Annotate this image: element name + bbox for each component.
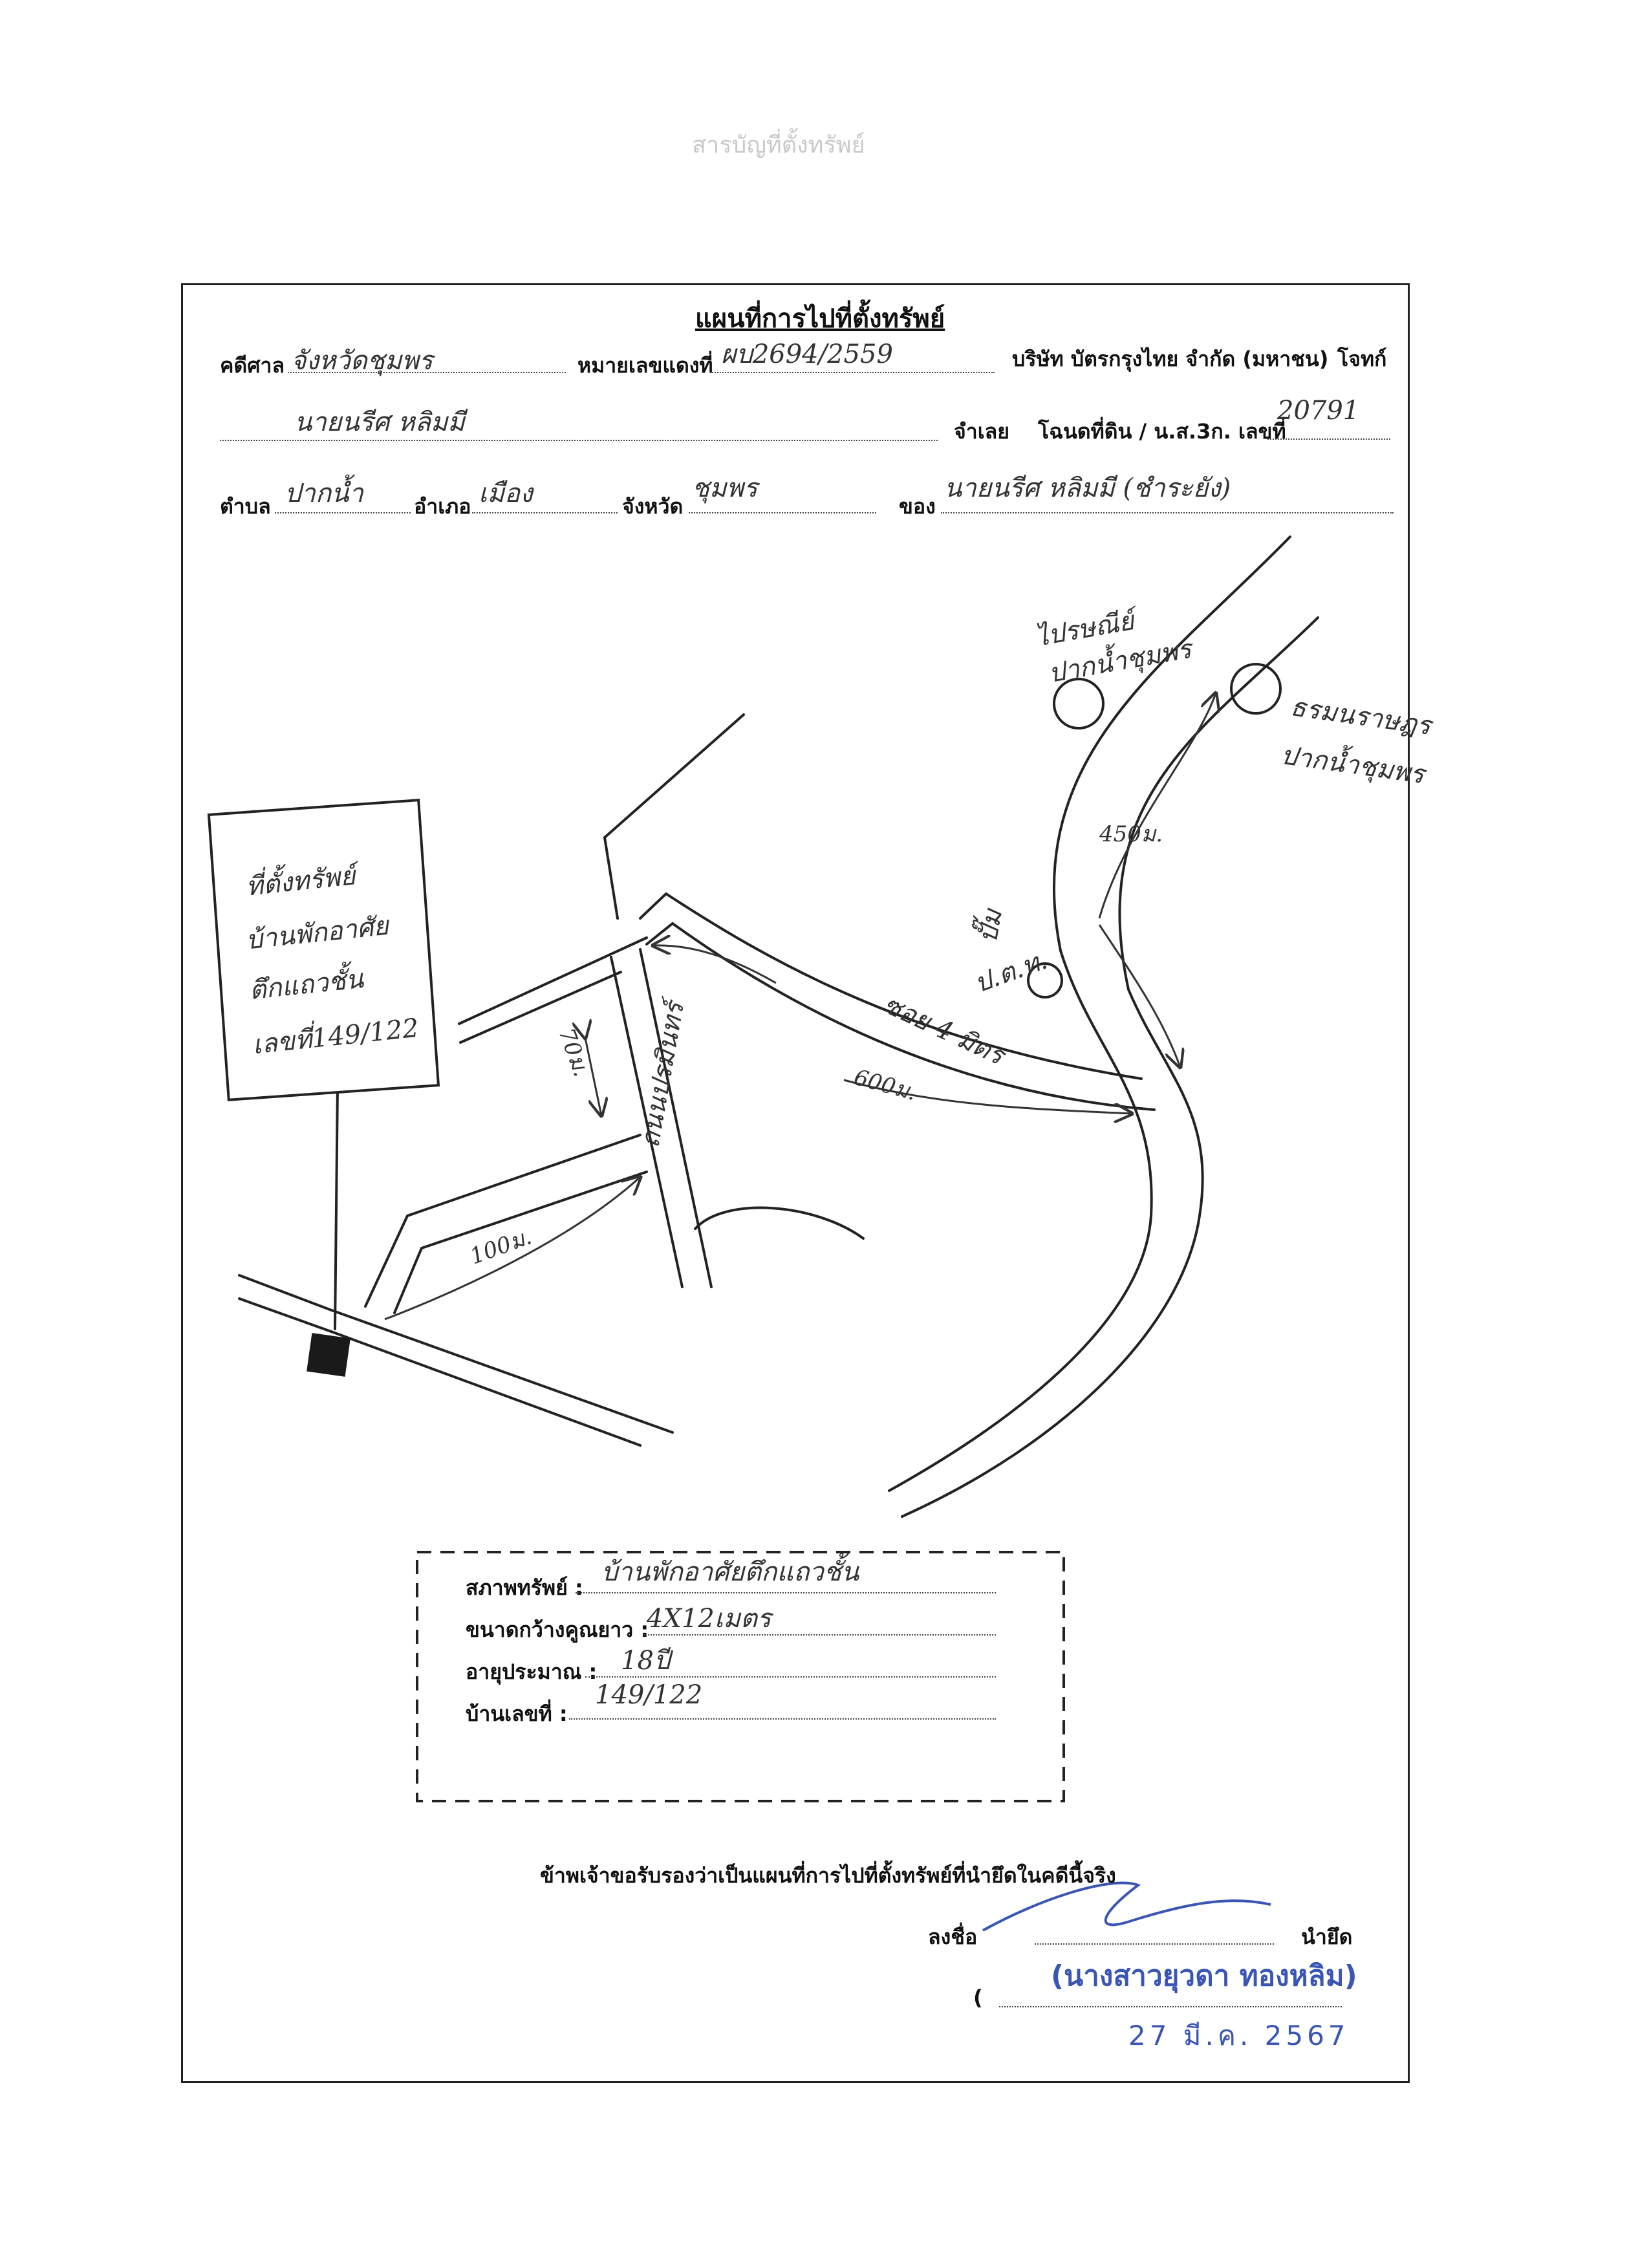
court-label: คดีศาล xyxy=(220,353,285,378)
main-road-bottom-edge xyxy=(238,1297,641,1447)
upper-left-spur-a xyxy=(603,713,745,839)
branch-road-edge-b xyxy=(393,1171,648,1314)
district-line xyxy=(472,512,618,513)
gas-station-circle xyxy=(1027,962,1063,999)
province-line xyxy=(689,512,876,513)
district-value: เมือง xyxy=(479,479,533,508)
sign-line xyxy=(1035,1943,1274,1945)
condition-line xyxy=(576,1592,996,1593)
court-value: จังหวัดชุมพร xyxy=(291,346,433,376)
main-road-top-edge xyxy=(238,1274,674,1434)
upper-left-road-edge-a xyxy=(458,936,648,1025)
signer-line xyxy=(999,2006,1342,2007)
sign-label: ลงชื่อ xyxy=(928,1925,978,1949)
size-label: ขนาดกว้างคูณยาว : xyxy=(466,1617,649,1642)
sign-role: นำยึด xyxy=(1301,1925,1353,1949)
size-line xyxy=(643,1634,996,1636)
sign-post xyxy=(334,1085,339,1330)
bleed-through-heading: สารบัญที่ตั้งทรัพย์ xyxy=(692,132,865,158)
house-no-line xyxy=(569,1718,996,1720)
signature-stroke xyxy=(982,1881,1271,1932)
distance-450: 450ม. xyxy=(1099,821,1163,847)
property-marker xyxy=(307,1333,350,1377)
subdistrict-line xyxy=(275,512,411,513)
upper-left-spur-b xyxy=(603,836,619,920)
paramin-road-right xyxy=(639,948,713,1288)
deed-label: โฉนดที่ดิน / น.ส.3ก. เลขที่ xyxy=(1038,419,1286,444)
defendant-line xyxy=(220,440,938,441)
arrow-600-back xyxy=(653,945,777,984)
owner-value: นายนรีศ หลิมมี (ชำระยัง) xyxy=(944,473,1231,503)
owner-label: ของ xyxy=(899,494,936,519)
court-line xyxy=(288,372,566,373)
gas-station-label-1: ปั๊ม xyxy=(973,907,1009,945)
signer-name-stamp: (นางสาวยุวดา ทองหลิม) xyxy=(1051,1960,1357,1993)
defendant-role: จำเลย xyxy=(954,419,1010,444)
police-circle xyxy=(1230,663,1282,715)
soi-road-bottom xyxy=(645,922,1156,1111)
condition-label: สภาพทรัพย์ : xyxy=(466,1575,583,1600)
plaintiff-role: โจทก์ xyxy=(1337,347,1387,371)
deed-value: 20791 xyxy=(1277,396,1360,426)
document-frame xyxy=(181,283,1410,2083)
date-stamp: 27 มี.ค. 2567 xyxy=(1128,2020,1350,2051)
plaintiff-name: บริษัท บัตรกรุงไทย จำกัด (มหาชน) xyxy=(1012,347,1329,371)
big-road-left xyxy=(888,535,1291,1492)
upper-left-road-edge-b xyxy=(459,971,622,1044)
page-title: แผนที่การไปที่ตั้งทรัพย์ xyxy=(695,304,945,334)
age-label: อายุประมาณ : xyxy=(466,1659,598,1684)
certification-statement: ข้าพเจ้าขอรับรองว่าเป็นแผนที่การไปที่ตั้… xyxy=(540,1863,1116,1888)
arrow-450 xyxy=(1098,693,1216,919)
arrow-600 xyxy=(843,1079,1132,1114)
subdistrict-label: ตำบล xyxy=(220,494,271,519)
age-value: 18ปี xyxy=(621,1646,671,1676)
size-value: 4X12เมตร xyxy=(647,1604,771,1634)
lower-curve xyxy=(694,1206,865,1240)
owner-line xyxy=(941,512,1394,513)
arrow-100 xyxy=(384,1177,640,1321)
paramin-road-left xyxy=(610,956,684,1288)
province-value: ชุมพร xyxy=(692,473,758,503)
arrow-70 xyxy=(585,1038,601,1116)
province-label: จังหวัด xyxy=(622,494,684,519)
subdistrict-value: ปากน้ำ xyxy=(285,479,363,508)
deed-line xyxy=(1267,438,1390,440)
details-box xyxy=(416,1551,1065,1802)
case-no-value: ผบ2694/2559 xyxy=(721,340,893,369)
district-label: อำเภอ xyxy=(414,494,471,519)
post-office-circle xyxy=(1053,678,1105,729)
case-no-label: หมายเลขแดงที่ xyxy=(577,353,713,378)
defendant-value: นายนรีศ หลิมมี xyxy=(294,407,465,437)
house-no-label: บ้านเลขที่ : xyxy=(466,1701,568,1726)
house-no-value: 149/122 xyxy=(595,1680,703,1710)
case-no-line xyxy=(710,372,995,373)
condition-value: บ้านพักอาศัยตึกแถวชั้น xyxy=(601,1557,859,1587)
age-line xyxy=(585,1676,996,1678)
branch-road-edge-a xyxy=(364,1134,641,1308)
arrow-450-down xyxy=(1098,924,1180,1067)
soi-road-top xyxy=(639,892,1143,1080)
big-road-right xyxy=(901,616,1319,1518)
property-sign-board xyxy=(207,799,440,1101)
open-paren: ( xyxy=(973,1985,983,2010)
